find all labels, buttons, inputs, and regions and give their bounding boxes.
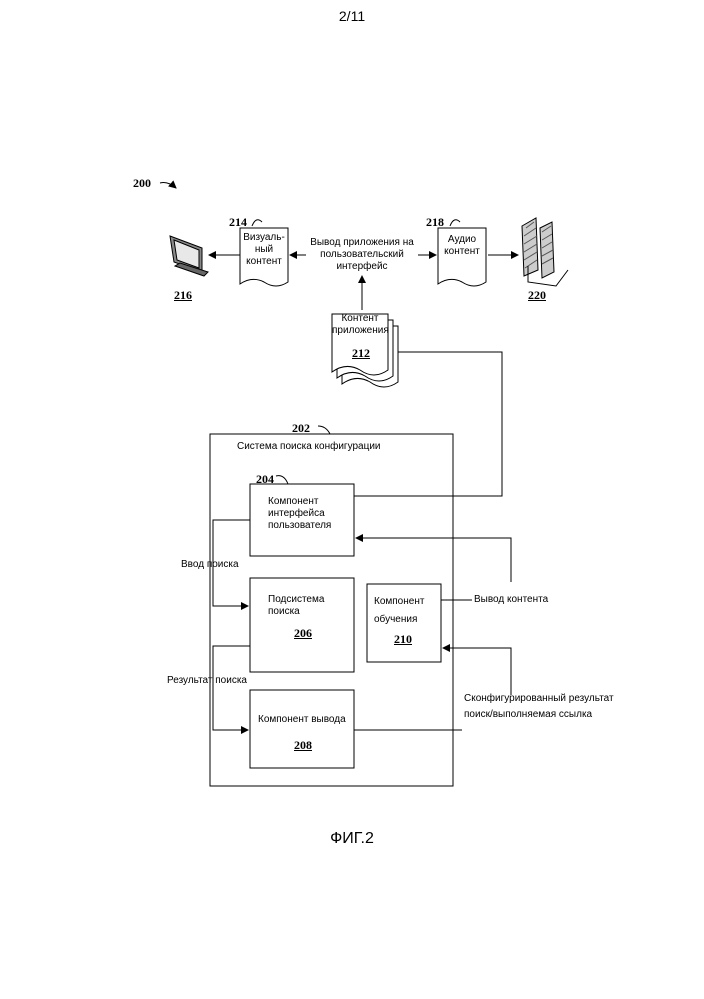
search-subsystem-label: Подсистема поиска — [268, 594, 324, 618]
app-content-label: Контент приложения — [332, 313, 388, 337]
ref-202-leader — [318, 426, 330, 434]
ui-output-line2: пользовательский — [300, 249, 424, 261]
audio-content-label: Аудио контент — [438, 234, 486, 258]
ui-output-label: Вывод приложения на пользовательский инт… — [300, 237, 424, 273]
search-input-label: Ввод поиска — [181, 559, 239, 571]
ui-output-line1: Вывод приложения на — [300, 237, 424, 249]
output-component-box — [250, 690, 354, 768]
ui-output-line3: интерфейс — [300, 261, 424, 273]
configured-result-label: Сконфигурированный результат поиск/выпол… — [464, 693, 614, 721]
visual-content-label: Визуаль- ный контент — [240, 232, 288, 268]
ref-212: 212 — [352, 346, 370, 361]
ui-component-line3: пользователя — [268, 520, 331, 532]
visual-content-line2: ный — [240, 244, 288, 256]
output-component-label: Компонент вывода — [258, 714, 346, 726]
search-subsystem-box — [250, 578, 354, 672]
visual-content-line3: контент — [240, 256, 288, 268]
ui-component-label: Компонент интерфейса пользователя — [268, 496, 331, 532]
ref-218: 218 — [426, 215, 444, 230]
ref-206: 206 — [294, 626, 312, 641]
ui-component-line1: Компонент — [268, 496, 331, 508]
search-subsystem-line2: поиска — [268, 606, 324, 618]
learning-component-line1: Компонент — [374, 596, 424, 608]
content-output-arrow — [356, 538, 511, 582]
content-output-label: Вывод контента — [474, 594, 548, 606]
learning-component-label: Компонент обучения — [374, 596, 424, 626]
figure-caption: ФИГ.2 — [320, 830, 384, 848]
search-result-label: Результат поиска — [167, 675, 247, 687]
search-subsystem-line1: Подсистема — [268, 594, 324, 606]
ref-220: 220 — [528, 288, 546, 303]
configured-result-line2: поиск/выполняемая ссылка — [464, 709, 614, 721]
search-result-arrow — [213, 646, 250, 730]
ref-216: 216 — [174, 288, 192, 303]
figure-ref-arrow — [160, 183, 176, 188]
system-title: Система поиска конфигурации — [237, 441, 381, 453]
audio-content-line1: Аудио — [438, 234, 486, 246]
ref-204: 204 — [256, 472, 274, 487]
ref-214: 214 — [229, 215, 247, 230]
figure-ref: 200 — [133, 176, 151, 191]
app-content-line1: Контент — [332, 313, 388, 325]
ref-202: 202 — [292, 421, 310, 436]
app-content-line2: приложения — [332, 325, 388, 337]
speakers-icon — [522, 218, 568, 286]
ui-component-line2: интерфейса — [268, 508, 331, 520]
configured-result-line1: Сконфигурированный результат — [464, 693, 614, 705]
ref-218-leader — [450, 220, 460, 226]
visual-content-line1: Визуаль- — [240, 232, 288, 244]
ref-204-leader — [276, 476, 288, 484]
learning-component-line2: обучения — [374, 614, 424, 626]
ref-214-leader — [252, 220, 262, 226]
page-number: 2/11 — [330, 8, 374, 24]
ref-208: 208 — [294, 738, 312, 753]
ref-210: 210 — [394, 632, 412, 647]
monitor-icon — [170, 236, 208, 276]
audio-content-line2: контент — [438, 246, 486, 258]
